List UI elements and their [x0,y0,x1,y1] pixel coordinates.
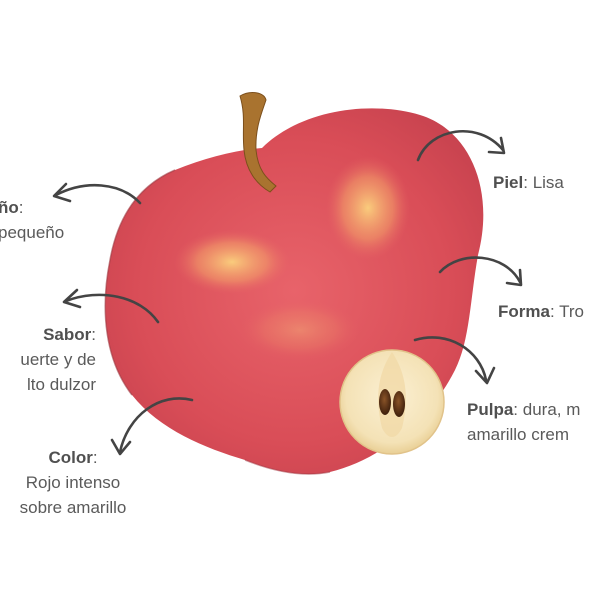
apple-stem [239,92,277,193]
label-sabor-line2: lto dulzor [27,375,96,394]
label-color-line1: Rojo intenso [25,473,121,492]
label-color: Color: Rojo intenso sobre amarillo [19,448,127,517]
label-forma-value: Tro [559,302,584,321]
arrow-sabor [64,293,160,324]
label-piel-title: Piel [493,173,524,192]
arrow-pulpa [413,336,488,382]
label-tamano-title: ño [0,198,19,217]
label-pulpa: Pulpa: dura, m amarillo crem [467,400,581,444]
label-pulpa-title: Pulpa [467,400,514,419]
apple-seed [379,389,391,415]
label-color-title: Color [48,448,93,467]
label-color-line2: sobre amarillo [19,498,127,517]
apple-seed [393,391,405,417]
label-tamano-value: pequeño [0,223,65,242]
arrow-color [118,397,194,454]
label-piel-value: Lisa [532,173,564,192]
arrow-sabor-head [62,288,82,309]
apple-outline [244,459,331,475]
label-forma: Forma: Tro [498,302,584,321]
label-piel: Piel: Lisa [493,173,564,192]
arrow-tamano [54,183,142,205]
arrow-tamano-head [52,182,72,203]
arrow-pulpa-head [474,366,496,385]
arrow-piel-head [487,136,506,155]
apple-outline [104,169,176,396]
label-tamano: ño: pequeño [0,198,65,242]
label-sabor: Sabor: uerte y de lto dulzor [20,325,96,394]
label-pulpa-line2: amarillo crem [467,425,570,444]
apple-highlight [326,156,410,260]
label-pulpa-value: dura, m [522,400,581,419]
arrow-forma-head [505,268,523,287]
arrow-piel [416,129,505,162]
apple-highlight [240,300,360,360]
arrow-forma [438,256,522,284]
arrow-color-head [110,438,132,456]
label-sabor-line1: uerte y de [20,350,96,369]
label-forma-title: Forma [498,302,550,321]
label-sabor-title: Sabor [43,325,92,344]
apple-highlight [174,230,290,294]
